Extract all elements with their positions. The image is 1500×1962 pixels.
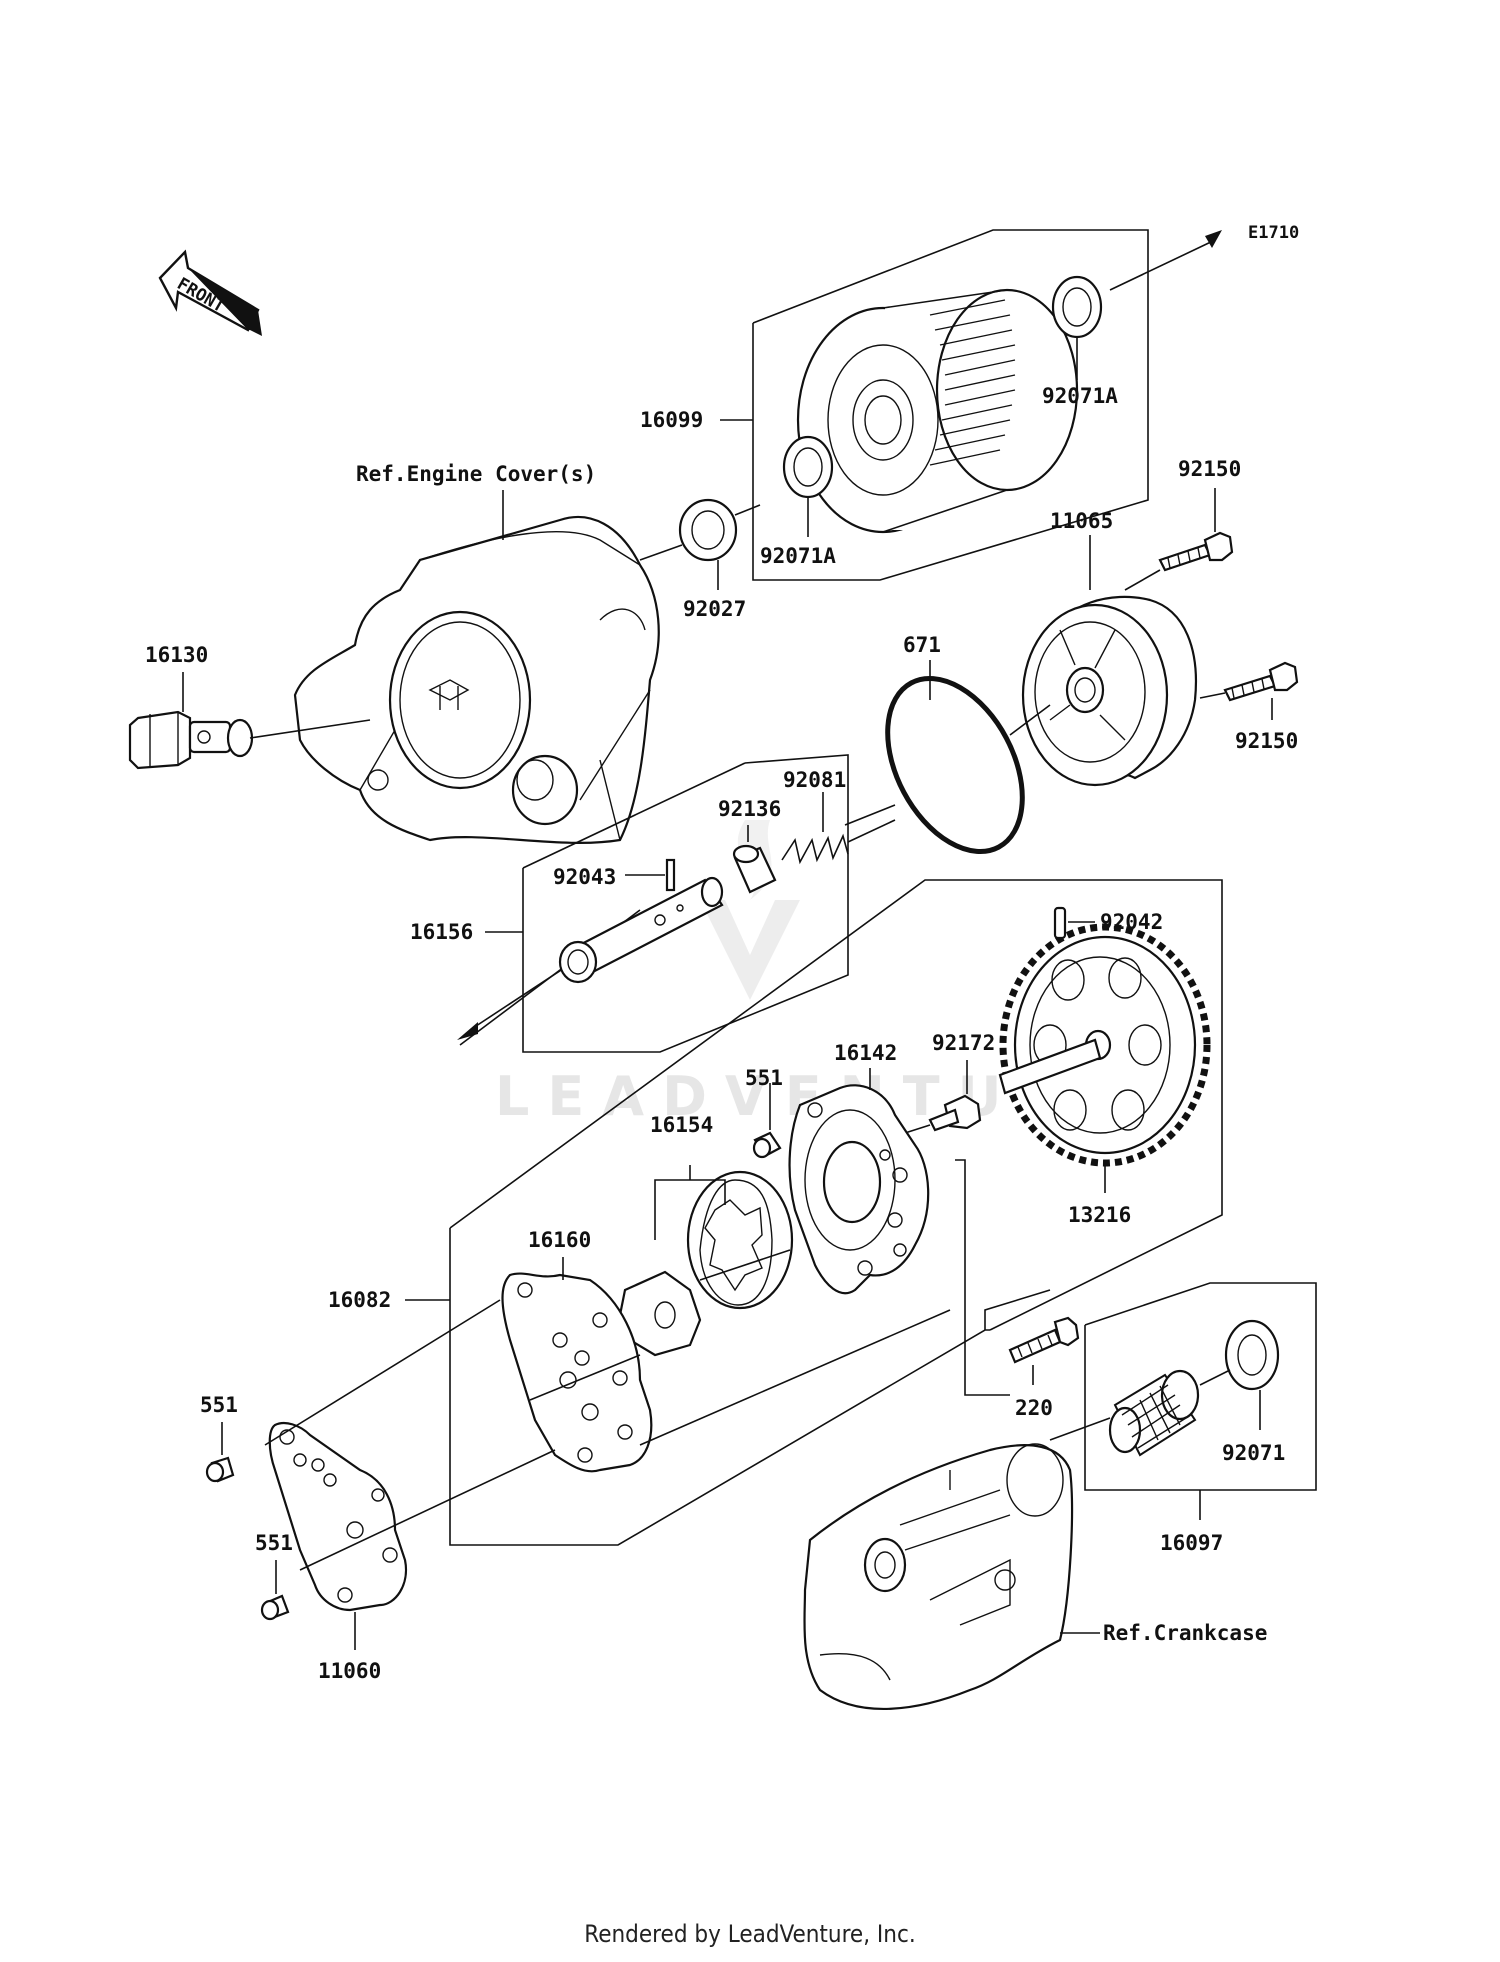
part-16142: 16142	[834, 1041, 897, 1065]
part-92027: 92027	[683, 597, 746, 621]
ref-engine-cover: Ref.Engine Cover(s)	[356, 462, 596, 486]
filter-seal-top-icon	[1051, 275, 1103, 339]
footer-credit: Rendered by LeadVenture, Inc.	[584, 1920, 916, 1948]
pin-92042-icon	[1053, 906, 1067, 940]
part-16097: 16097	[1160, 1531, 1223, 1555]
part-92081: 92081	[783, 768, 846, 792]
part-11060: 11060	[318, 1659, 381, 1683]
dowel-pin-551-mid-icon	[752, 1131, 782, 1159]
spring-92081-icon	[781, 833, 849, 865]
part-92043: 92043	[553, 865, 616, 889]
diagram-id: E1710	[1248, 223, 1299, 243]
collar-92136-icon	[732, 844, 777, 894]
part-220: 220	[1015, 1396, 1053, 1420]
part-551-mid: 551	[745, 1066, 783, 1090]
bolt-92150-top-icon	[1158, 531, 1234, 572]
part-92071A-top: 92071A	[1042, 384, 1118, 408]
dowel-pin-551-left-bottom-icon	[260, 1594, 290, 1621]
filter-seal-bottom-icon	[782, 435, 834, 499]
crankcase-icon	[803, 1443, 1074, 1711]
part-13216: 13216	[1068, 1203, 1131, 1227]
part-16160: 16160	[528, 1228, 591, 1252]
pump-cover-11065-icon	[1021, 595, 1197, 787]
oil-strainer-icon	[1108, 1369, 1200, 1457]
relief-valve-plunger-icon	[558, 876, 724, 984]
part-92136: 92136	[718, 797, 781, 821]
part-92172: 92172	[932, 1031, 995, 1055]
bolt-92172-icon	[928, 1094, 982, 1132]
front-arrow-icon: FRONT	[158, 249, 262, 336]
pump-housing-16142-icon	[788, 1084, 930, 1295]
strainer-group: 92071 16097	[1049, 1282, 1317, 1555]
oil-filter-group: 16099 92071A 92071A	[640, 229, 1222, 581]
part-92071A-bottom: 92071A	[760, 544, 836, 568]
part-16099: 16099	[640, 408, 703, 432]
engine-cover-icon	[293, 515, 660, 844]
gasket-11060-icon	[268, 1421, 408, 1612]
pin-92043-icon	[665, 858, 676, 892]
part-92150-bottom: 92150	[1235, 729, 1298, 753]
part-11065: 11065	[1050, 509, 1113, 533]
part-16154: 16154	[650, 1113, 713, 1137]
seal-92027-icon	[678, 498, 738, 562]
outer-rotor-icon	[686, 1170, 794, 1310]
part-551-left-top: 551	[200, 1393, 238, 1417]
fitting-16130-icon	[128, 710, 254, 770]
part-92042: 92042	[1100, 910, 1163, 934]
part-16130: 16130	[145, 643, 208, 667]
part-92071: 92071	[1222, 1441, 1285, 1465]
dowel-pin-551-left-top-icon	[205, 1456, 235, 1483]
bolt-220-icon	[1008, 1316, 1080, 1364]
part-671: 671	[903, 633, 941, 657]
part-16082: 16082	[328, 1288, 391, 1312]
part-16156: 16156	[410, 920, 473, 944]
oil-pump-group: 16082	[328, 879, 1223, 1546]
part-551-left-bottom: 551	[255, 1531, 293, 1555]
ref-crankcase: Ref.Crankcase	[1103, 1621, 1267, 1645]
relief-valve-group: 92081 92136 92043 16156	[410, 754, 896, 1053]
bolt-92150-bottom-icon	[1223, 661, 1299, 702]
pump-plate-16160-icon	[501, 1272, 653, 1473]
part-92150-top: 92150	[1178, 457, 1241, 481]
oil-filter-icon	[796, 288, 1079, 534]
strainer-seal-92071-icon	[1224, 1319, 1280, 1391]
o-ring-671-icon	[885, 675, 1025, 855]
drive-gear-13216-icon	[998, 923, 1211, 1167]
